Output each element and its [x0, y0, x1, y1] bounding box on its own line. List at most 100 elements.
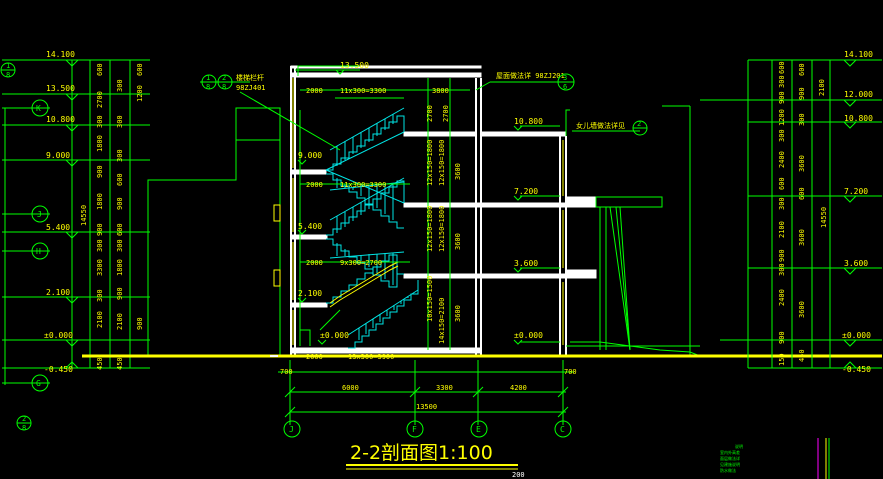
- stair-railings: [336, 114, 409, 340]
- bottom-left-offset: 700: [280, 368, 293, 376]
- svg-text:防水做法: 防水做法: [720, 467, 736, 473]
- elev-ground-label: ±0.000: [44, 331, 73, 340]
- svg-text:2: 2: [222, 74, 226, 82]
- svg-text:300: 300: [778, 263, 786, 276]
- r-elev-12: 12.000: [844, 90, 873, 99]
- elev-stair1-label: 2.100: [46, 288, 70, 297]
- section-callouts: 1 2 8 8 楼梯栏杆 98ZJ401 屋面做法详 98ZJ201 3 6 女…: [200, 71, 648, 151]
- svg-text:450: 450: [116, 357, 124, 370]
- svg-text:300: 300: [96, 289, 104, 302]
- drawing-title: 2-2剖面图1:100: [350, 442, 493, 464]
- r-elev-36: 3.600: [844, 259, 868, 268]
- svg-text:1: 1: [6, 62, 10, 70]
- svg-text:9x300=2700: 9x300=2700: [340, 259, 382, 267]
- entrance-structure: [565, 106, 749, 357]
- svg-text:300: 300: [778, 197, 786, 210]
- svg-text:600: 600: [136, 63, 144, 76]
- svg-text:室内外高差: 室内外高差: [720, 449, 740, 455]
- sect-elev-stair1: 2.100: [298, 289, 322, 298]
- right-total-dim: 14550: [820, 207, 828, 228]
- svg-text:300: 300: [798, 113, 806, 126]
- svg-text:600: 600: [778, 177, 786, 190]
- svg-text:300: 300: [116, 149, 124, 162]
- r-elev-top: 14.100: [844, 50, 873, 59]
- svg-text:3600: 3600: [798, 155, 806, 172]
- svg-text:2100: 2100: [116, 313, 124, 330]
- svg-text:面层做法详: 面层做法详: [720, 455, 740, 461]
- svg-text:900: 900: [778, 91, 786, 104]
- svg-text:3600: 3600: [454, 233, 462, 250]
- r-elev-0: ±0.000: [842, 331, 871, 340]
- bottom-axis-bubbles: J F E C: [283, 420, 572, 438]
- svg-text:2400: 2400: [778, 289, 786, 306]
- axis-k-bubble: [31, 99, 49, 117]
- sect-elev-ground: ±0.000: [320, 331, 349, 340]
- svg-text:3600: 3600: [798, 301, 806, 318]
- svg-text:2700: 2700: [96, 91, 104, 108]
- svg-text:900: 900: [96, 165, 104, 178]
- svg-text:1800: 1800: [96, 193, 104, 210]
- svg-text:2700: 2700: [426, 105, 434, 122]
- bottom-right-offset: 700: [564, 368, 577, 376]
- svg-text:3600: 3600: [454, 163, 462, 180]
- svg-text:600: 600: [96, 63, 104, 76]
- legend-notes: 说明 室内外高差 面层做法详 见建施说明 防水做法: [720, 443, 743, 473]
- elev-stair2-label: 5.400: [46, 223, 70, 232]
- svg-text:8: 8: [206, 83, 210, 91]
- right-dim-text: 600 300 900 1200 300 2400 600 300 2100 9…: [778, 61, 828, 366]
- elev-top-label: 14.100: [46, 50, 75, 59]
- svg-text:11x300=3300: 11x300=3300: [340, 181, 386, 189]
- svg-text:900: 900: [778, 249, 786, 262]
- svg-text:900: 900: [116, 197, 124, 210]
- svg-text:3300: 3300: [96, 259, 104, 276]
- svg-text:450: 450: [96, 357, 104, 370]
- r-elev-neg: -0.450: [842, 365, 871, 374]
- svg-text:600: 600: [116, 223, 124, 236]
- r-elev-72: 7.200: [844, 187, 868, 196]
- svg-text:12x150=1800: 12x150=1800: [438, 140, 446, 186]
- elev-level4-label: 10.800: [46, 115, 75, 124]
- axis-j-bubble: [31, 205, 49, 223]
- sect-elev-level2: 3.600: [514, 259, 538, 268]
- svg-text:14x150=2100: 14x150=2100: [438, 298, 446, 344]
- svg-text:300: 300: [116, 239, 124, 252]
- svg-text:3800: 3800: [432, 87, 449, 95]
- svg-text:600: 600: [778, 61, 786, 74]
- svg-text:1200: 1200: [778, 109, 786, 126]
- svg-text:6: 6: [563, 83, 567, 91]
- svg-text:900: 900: [136, 317, 144, 330]
- left-axis-bubbles: K J H G 1 8 2 8: [0, 62, 50, 432]
- section-slabs: [290, 65, 597, 354]
- svg-text:见建施说明: 见建施说明: [720, 461, 740, 467]
- svg-text:H: H: [36, 247, 41, 256]
- svg-text:F: F: [412, 425, 417, 434]
- svg-text:600: 600: [798, 63, 806, 76]
- svg-text:2000: 2000: [306, 259, 323, 267]
- svg-text:900: 900: [116, 287, 124, 300]
- svg-text:900: 900: [798, 87, 806, 100]
- small-label: 200: [512, 471, 525, 479]
- span-3300: 3300: [436, 384, 453, 392]
- svg-text:2000: 2000: [306, 87, 323, 95]
- svg-text:J: J: [289, 425, 294, 434]
- svg-text:8: 8: [6, 71, 10, 79]
- stair-flights: [325, 107, 419, 349]
- svg-text:150: 150: [778, 353, 786, 366]
- sect-elev-level3: 7.200: [514, 187, 538, 196]
- svg-text:2700: 2700: [442, 105, 450, 122]
- svg-text:1800: 1800: [116, 259, 124, 276]
- elev-outdoor-label: -0.450: [44, 365, 73, 374]
- svg-text:450: 450: [798, 349, 806, 362]
- svg-text:E: E: [476, 425, 481, 434]
- elev-stair3-label: 9.000: [46, 151, 70, 160]
- stair-rail-note: 楼梯栏杆: [236, 73, 264, 82]
- svg-text:2100: 2100: [778, 221, 786, 238]
- svg-text:C: C: [560, 425, 565, 434]
- right-dimension-column: [747, 59, 882, 369]
- r-elev-108: 10.800: [844, 114, 873, 123]
- svg-text:3600: 3600: [798, 229, 806, 246]
- section-walls: [290, 66, 567, 356]
- svg-text:1200: 1200: [136, 85, 144, 102]
- svg-text:1: 1: [206, 74, 210, 82]
